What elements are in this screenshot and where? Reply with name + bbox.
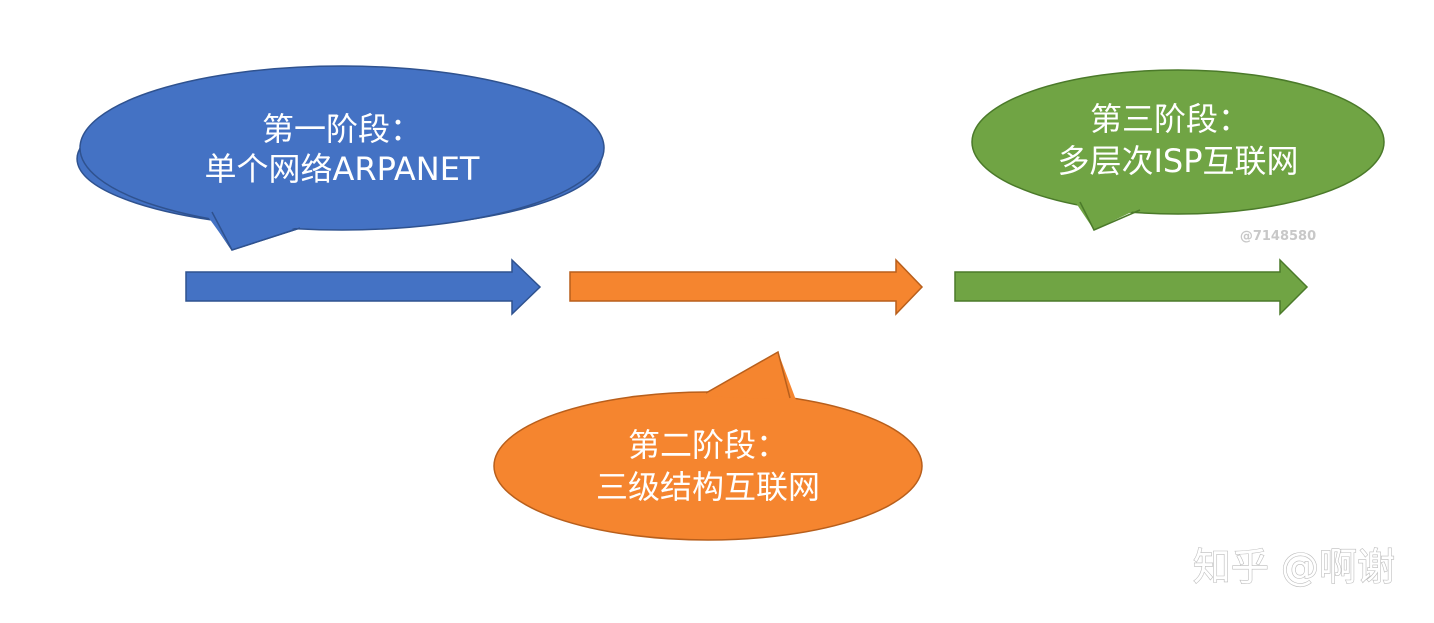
callout-body-3 [971,69,1385,215]
arrow-stage-3 [954,258,1309,316]
callout-subtitle-2: 三级结构互联网 [596,468,820,506]
callout-subtitle-3: 多层次ISP互联网 [1057,142,1298,180]
arrow-stage-1 [185,258,542,316]
callout-tail-edge-3 [1079,201,1141,231]
callout-body-1 [79,65,605,231]
callout-stage-2: 第二阶段： 三级结构互联网 [493,350,923,541]
callout-stage-3: 第三阶段： 多层次ISP互联网 [971,69,1385,231]
callout-tail-fill-3 [1074,200,1144,230]
callout-tail-fill-1 [206,214,306,250]
callout-tail-edge-2 [705,350,791,399]
callout-body-2 [493,391,923,541]
arrow-stage-2 [569,258,924,316]
callout-title-3: 第三阶段： [1090,100,1250,138]
callout-stage-1: 第一阶段： 单个网络ARPANET [76,65,605,251]
callout-subtitle-1: 单个网络ARPANET [205,150,480,188]
watermark-text: 知乎 @啊谢 [1193,545,1395,589]
callout-title-2: 第二阶段： [628,426,788,464]
callout-tail-fill-2 [700,352,796,400]
callout-title-1: 第一阶段： [262,110,422,148]
image-id-label: @7148580 [1240,229,1316,244]
callout-tail-edge-1 [211,211,301,251]
